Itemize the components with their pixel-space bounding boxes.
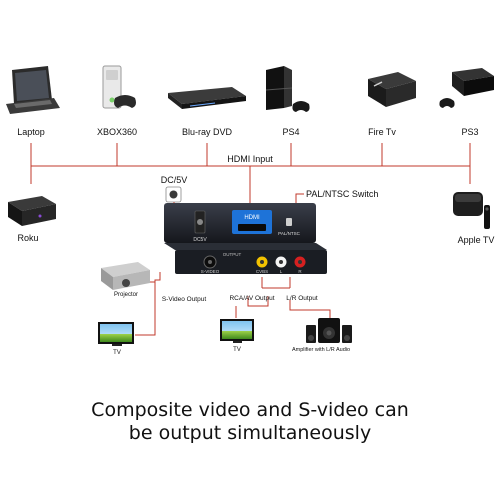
ps4-icon <box>265 66 310 112</box>
caption-line-1: Composite video and S-video can <box>91 399 409 421</box>
source-label-laptop: Laptop <box>17 127 45 137</box>
bluray-player-icon <box>168 87 246 109</box>
l-label: L <box>280 269 283 274</box>
front-panel-title: OUTPUT <box>223 252 242 257</box>
lr-output-label: L/R Output <box>286 295 318 302</box>
amplifier-speakers-icon <box>306 318 352 343</box>
amplifier-label: Amplifier with L/R Audio <box>292 347 350 353</box>
side-label-apple-tv: Apple TV <box>458 235 495 245</box>
laptop-icon <box>6 66 60 114</box>
rca-tv-label: TV <box>233 347 241 353</box>
hdmi-input-label: HDMI Input <box>227 154 273 164</box>
power-label: DC/5V <box>161 175 188 185</box>
svideo-tv-label: TV <box>113 350 121 356</box>
ps3-icon <box>439 68 494 108</box>
r-label: R <box>298 269 302 274</box>
apple-tv-icon <box>453 192 490 229</box>
cvbs-label: CVBS <box>256 269 268 274</box>
source-label-ps4: PS4 <box>282 127 299 137</box>
source-label-ps3: PS3 <box>461 127 478 137</box>
hdmi-input-lines <box>30 143 471 204</box>
roku-icon <box>8 196 56 226</box>
power-button-icon <box>165 186 182 203</box>
rca-output-label: RCA/AV Output <box>229 295 274 302</box>
side-label-roku: Roku <box>17 233 38 243</box>
source-label-fire-tv: Fire Tv <box>368 127 396 137</box>
switch-label: PAL/NTSC Switch <box>306 189 378 199</box>
switch-port-label: PAL/NTSC <box>278 231 300 236</box>
caption-line-2: be output simultaneously <box>128 422 372 444</box>
projector-icon <box>101 262 150 290</box>
fire-tv-icon <box>368 72 416 107</box>
xbox360-icon <box>102 65 136 109</box>
projector-label: Projector <box>114 292 138 298</box>
converter-device: DC5V HDMI PAL/NTSC OUTPUT S-VIDEO CVBS L… <box>164 203 327 274</box>
svideo-port-label: S-VIDEO <box>201 269 220 274</box>
svideo-output-label: S-Video Output <box>162 296 207 303</box>
hdmi-port-label: HDMI <box>244 215 260 221</box>
source-label-bluray: Blu-ray DVD <box>182 127 233 137</box>
svideo-tv-icon <box>98 322 134 346</box>
dc-port-label: DC5V <box>193 237 207 243</box>
rca-tv-icon <box>220 319 254 343</box>
source-label-xbox360: XBOX360 <box>97 127 137 137</box>
